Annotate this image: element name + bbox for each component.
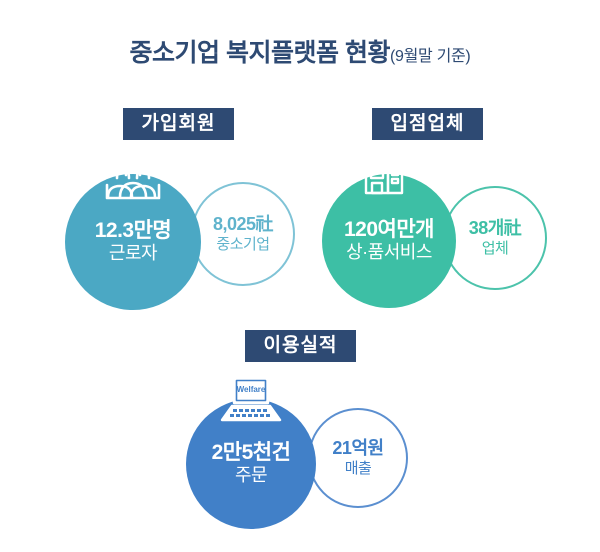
stat-value: 8,025社 (212, 214, 274, 235)
section-header-label: 가입회원 (141, 113, 216, 134)
stat-value: 120여만개 (344, 217, 435, 241)
office-building-icon (361, 142, 407, 198)
section-header-participating-companies: 입점업체 (372, 108, 483, 140)
stat-label: 상·품서비스 (346, 242, 432, 263)
stat-value: 38개社 (468, 218, 522, 239)
stat-label: 근로자 (108, 243, 158, 264)
stat-value: 2만5천건 (211, 440, 291, 464)
stat-circle-small-company-count: 38개社 업체 (443, 186, 547, 290)
section-header-label: 입점업체 (390, 113, 465, 134)
stat-circle-small-revenue: 21억원 매출 (308, 408, 408, 508)
laptop-welfare-icon: Welfare (220, 375, 282, 423)
stat-circle-small-sme-count: 8,025社 중소기업 (191, 182, 295, 286)
stat-label: 주문 (234, 465, 268, 486)
stat-value: 21억원 (332, 438, 384, 459)
page-title: 중소기업 복지플랫폼 현황(9월말 기준) (0, 33, 600, 69)
page-title-sub: (9월말 기준) (389, 48, 471, 65)
stat-label: 매출 (344, 459, 372, 477)
section-header-usage-performance: 이용실적 (245, 330, 356, 362)
stat-circle-big-product-service-count: 120여만개 상·품서비스 (322, 174, 456, 308)
people-group-icon (105, 156, 161, 202)
page-title-main: 중소기업 복지플랫폼 현황 (129, 39, 391, 67)
section-header-subscribed-members: 가입회원 (123, 108, 234, 140)
section-header-label: 이용실적 (263, 335, 338, 356)
stat-value: 12.3만명 (94, 218, 172, 242)
stat-label: 업체 (481, 239, 509, 257)
stat-label: 중소기업 (216, 235, 270, 253)
